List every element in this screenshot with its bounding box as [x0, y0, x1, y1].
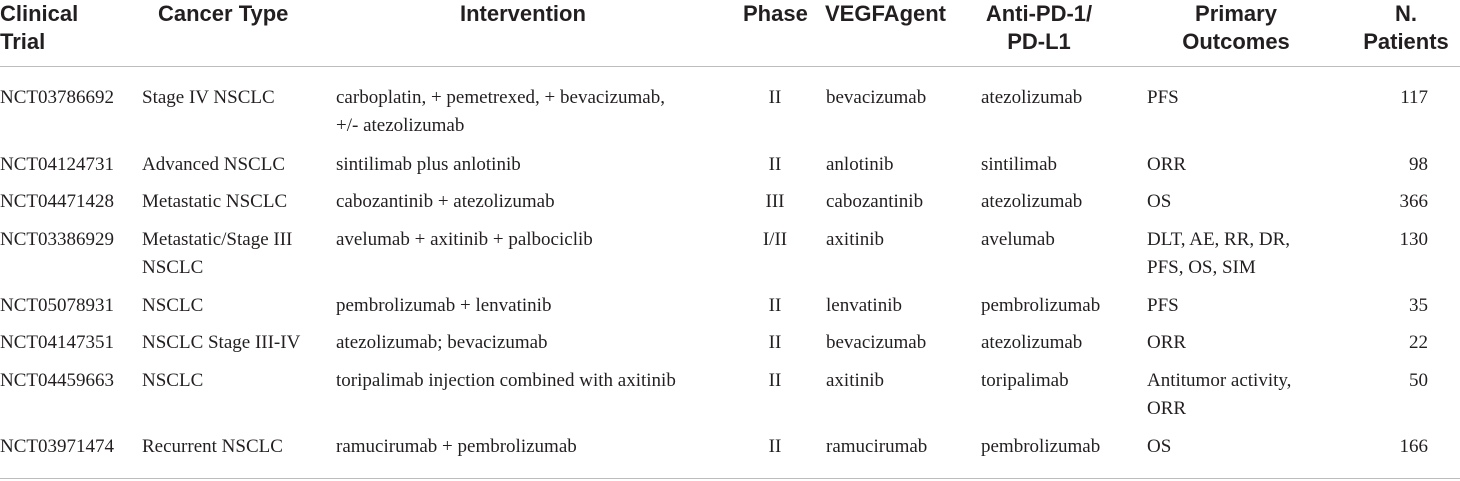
cell-cancer-line2: NSCLC — [142, 257, 204, 278]
cell-trial: NCT04124731 — [0, 154, 114, 175]
cell-phase: II — [768, 154, 782, 175]
cell-primary-outcomes: DLT, AE, RR, DR, PFS, OS, SIM — [1147, 226, 1290, 282]
cell-cancer-line1: Metastatic/Stage III — [142, 229, 293, 250]
cell-cancer-type: Recurrent NSCLC — [142, 436, 283, 457]
cell-vegf-agent: axitinib — [826, 229, 885, 250]
cell-trial: NCT03971474 — [0, 436, 114, 457]
cell-trial: NCT04459663 — [0, 370, 114, 391]
cell-primary-outcomes: ORR — [1147, 332, 1187, 353]
cell-anti-pd1: sintilimab — [981, 154, 1057, 175]
cell-cancer-line1: Stage IV NSCLC — [142, 87, 275, 108]
cell-primary-outcomes: OS — [1147, 436, 1172, 457]
cell-outcomes-line1: Antitumor activity, — [1147, 370, 1292, 391]
header-trial-line2: Trial — [0, 29, 46, 54]
cell-vegf-agent: ramucirumab — [826, 436, 928, 457]
cell-anti-pd1: pembrolizumab — [981, 295, 1101, 316]
cell-outcomes-line1: PFS — [1147, 87, 1179, 108]
cell-cancer-type: Advanced NSCLC — [142, 154, 286, 175]
cell-intervention: carboplatin, + pemetrexed, + bevacizumab… — [336, 84, 665, 140]
cell-vegf-agent: cabozantinib — [826, 191, 924, 212]
header-clinical-trial: Clinical Trial — [0, 0, 78, 56]
cell-n-patients: 117 — [1400, 87, 1428, 108]
cell-anti-pd1: pembrolizumab — [981, 436, 1101, 457]
cell-vegf-agent: bevacizumab — [826, 332, 927, 353]
cell-primary-outcomes: Antitumor activity, ORR — [1147, 367, 1291, 423]
header-vegf-agent: VEGFAgent — [825, 1, 947, 26]
cell-cancer-type: Metastatic NSCLC — [142, 191, 288, 212]
cell-primary-outcomes: PFS — [1147, 84, 1179, 112]
header-primary-outcomes: Primary Outcomes — [1147, 0, 1325, 56]
cell-n-patients: 366 — [1399, 191, 1429, 212]
cell-intervention-line2: +/- atezolizumab — [336, 115, 465, 136]
cell-phase: II — [768, 295, 782, 316]
clinical-trials-table: Clinical Trial Cancer Type Intervention … — [0, 0, 1460, 67]
cell-cancer-type: NSCLC — [142, 370, 204, 391]
cell-n-patients: 22 — [1409, 332, 1428, 353]
table-bottom-rule — [0, 478, 1460, 479]
cell-cancer-type: Stage IV NSCLC — [142, 84, 275, 112]
cell-intervention: pembrolizumab + lenvatinib — [336, 295, 552, 316]
cell-cancer-type: Metastatic/Stage III NSCLC — [142, 226, 292, 282]
cell-n-patients: 35 — [1409, 295, 1428, 316]
header-intervention: Intervention — [460, 1, 586, 26]
cell-anti-pd1: toripalimab — [981, 370, 1069, 391]
cell-outcomes-line1: DLT, AE, RR, DR, — [1147, 229, 1291, 250]
cell-vegf-agent: bevacizumab — [826, 87, 927, 108]
cell-primary-outcomes: ORR — [1147, 154, 1187, 175]
cell-anti-pd1: avelumab — [981, 229, 1055, 250]
cell-cancer-type: NSCLC — [142, 295, 204, 316]
cell-vegf-agent: anlotinib — [826, 154, 894, 175]
cell-anti-pd1: atezolizumab — [981, 332, 1083, 353]
cell-intervention: cabozantinib + atezolizumab — [336, 191, 555, 212]
header-phase: Phase — [743, 1, 808, 26]
cell-outcomes-line2: PFS, OS, SIM — [1147, 257, 1256, 278]
cell-intervention-line1: carboplatin, + pemetrexed, + bevacizumab… — [336, 87, 665, 108]
header-outcomes-line1: Primary — [1195, 1, 1277, 26]
cell-trial: NCT03786692 — [0, 87, 114, 108]
header-outcomes-line2: Outcomes — [1182, 29, 1290, 54]
cell-intervention: ramucirumab + pembrolizumab — [336, 436, 577, 457]
cell-vegf-agent: lenvatinib — [826, 295, 902, 316]
cell-trial: NCT05078931 — [0, 295, 114, 316]
cell-phase: II — [768, 87, 782, 108]
cell-intervention: avelumab + axitinib + palbociclib — [336, 229, 593, 250]
cell-n-patients: 130 — [1399, 229, 1429, 250]
cell-outcomes-line2: ORR — [1147, 398, 1187, 419]
cell-phase: II — [768, 436, 782, 457]
cell-n-patients: 98 — [1409, 154, 1428, 175]
cell-primary-outcomes: OS — [1147, 191, 1172, 212]
cell-primary-outcomes: PFS — [1147, 295, 1179, 316]
cell-intervention: sintilimab plus anlotinib — [336, 154, 521, 175]
cell-anti-pd1: atezolizumab — [981, 191, 1083, 212]
header-anti-line1: Anti-PD-1/ — [985, 1, 1093, 26]
cell-phase: III — [765, 191, 785, 212]
header-anti-line2: PD-L1 — [1007, 29, 1071, 54]
header-n-line1: N. — [1395, 1, 1417, 26]
cell-trial: NCT03386929 — [0, 229, 114, 250]
cell-vegf-agent: axitinib — [826, 370, 885, 391]
cell-phase: II — [768, 332, 782, 353]
header-n-patients: N. Patients — [1352, 0, 1460, 56]
cell-phase: II — [768, 370, 782, 391]
cell-n-patients: 166 — [1399, 436, 1429, 457]
cell-intervention: toripalimab injection combined with axit… — [336, 370, 676, 391]
header-n-line2: Patients — [1363, 29, 1449, 54]
header-cancer-type: Cancer Type — [158, 1, 289, 26]
cell-cancer-type: NSCLC Stage III-IV — [142, 332, 301, 353]
header-anti-pd1-pdl1: Anti-PD-1/ PD-L1 — [980, 0, 1098, 56]
cell-n-patients: 50 — [1409, 370, 1428, 391]
cell-anti-pd1: atezolizumab — [981, 87, 1083, 108]
cell-trial: NCT04147351 — [0, 332, 114, 353]
table-header: Clinical Trial Cancer Type Intervention … — [0, 0, 1460, 67]
cell-intervention: atezolizumab; bevacizumab — [336, 332, 548, 353]
header-trial-line1: Clinical — [0, 1, 79, 26]
cell-trial: NCT04471428 — [0, 191, 114, 212]
cell-phase: I/II — [762, 229, 788, 250]
